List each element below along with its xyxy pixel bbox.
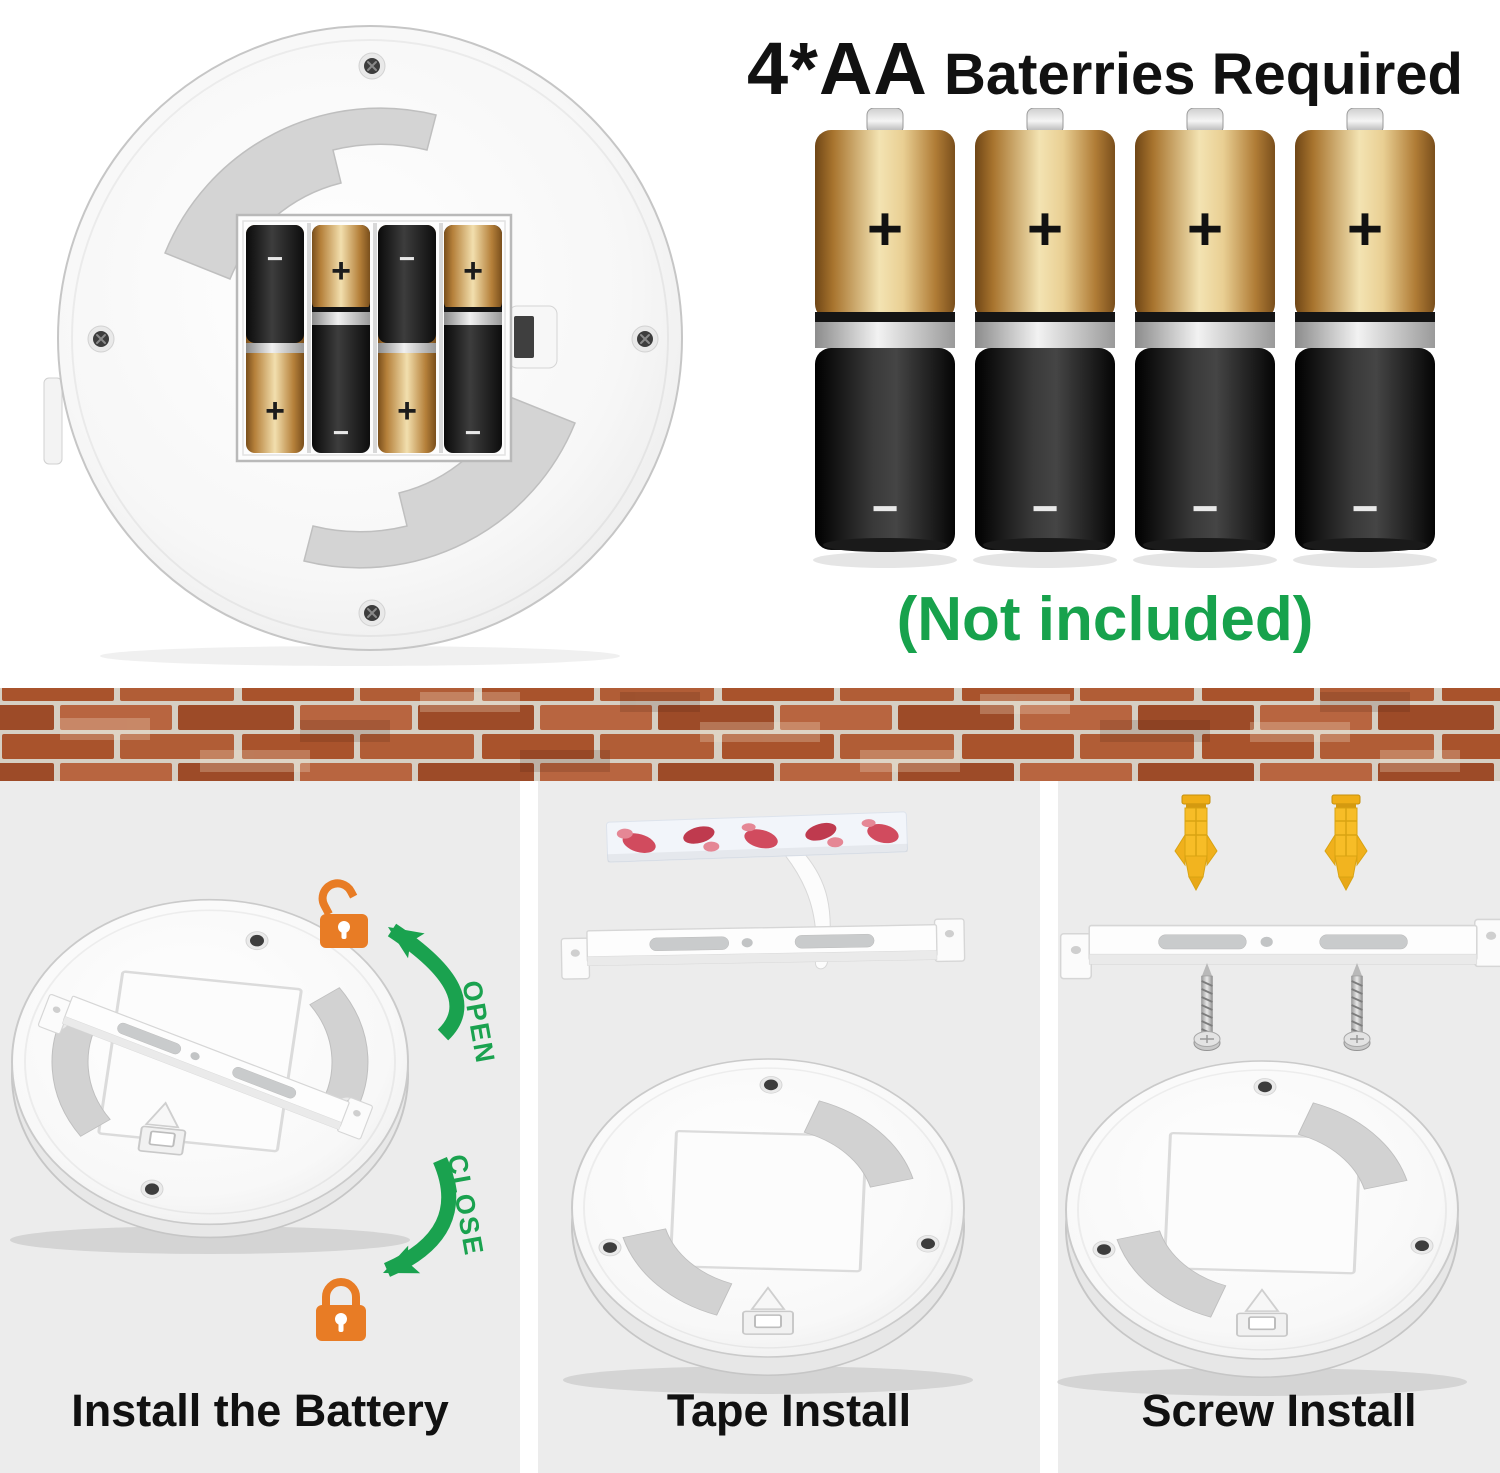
aa-batteries-photo: + − + − + − + −	[812, 108, 1438, 569]
title-highlight: 4*AA	[747, 27, 928, 110]
aa-battery-installed: − +	[378, 225, 436, 453]
minus-symbol: −	[1192, 482, 1219, 534]
tape-pattern	[616, 819, 899, 853]
unlocked-padlock-icon	[317, 878, 368, 948]
tape-step-art	[560, 811, 975, 1396]
wall-anchor	[1324, 794, 1368, 891]
aa-battery: + −	[812, 108, 958, 569]
mounting-bracket	[1059, 918, 1500, 980]
battery-compartment: − + + − − +	[235, 213, 513, 463]
device-shadow	[100, 646, 620, 666]
aa-battery-installed: − +	[246, 225, 304, 453]
plus-symbol: +	[331, 252, 351, 290]
page-title: 4*AA Baterries Required	[740, 26, 1470, 111]
minus-symbol: −	[267, 243, 283, 274]
aa-battery-installed: + −	[444, 225, 502, 453]
title-rest: Baterries Required	[927, 42, 1463, 107]
plus-symbol: +	[1187, 195, 1223, 264]
installation-steps-art	[10, 794, 1500, 1398]
brick-wall	[0, 688, 1500, 781]
adhesive-tape	[605, 811, 909, 970]
minus-symbol: −	[465, 417, 481, 448]
install-step-art	[10, 878, 465, 1341]
device-rim	[71, 39, 669, 637]
brick-shadows	[300, 692, 1410, 772]
minus-symbol: −	[399, 243, 415, 274]
mounting-bracket	[560, 918, 966, 980]
locked-padlock-icon	[316, 1282, 366, 1341]
aa-battery-installed: + −	[312, 225, 370, 453]
mounting-screw	[1193, 962, 1221, 1052]
device-back-photo: − + + − − +	[43, 25, 683, 666]
panel-install-label: Install the Battery	[71, 1385, 449, 1436]
minus-symbol: −	[1352, 482, 1379, 534]
plus-symbol: +	[1027, 195, 1063, 264]
plus-symbol: +	[867, 195, 903, 264]
minus-symbol: −	[872, 482, 899, 534]
aa-battery: + −	[1292, 108, 1438, 569]
plus-symbol: +	[397, 392, 417, 430]
plus-symbol: +	[265, 392, 285, 430]
screw-holes	[87, 52, 659, 627]
screw-step-art	[1055, 794, 1500, 1398]
plus-symbol: +	[1347, 195, 1383, 264]
minus-symbol: −	[333, 417, 349, 448]
door-latch-slot	[514, 316, 534, 358]
wall-anchor	[1174, 794, 1218, 891]
not-included-note: (Not included)	[896, 585, 1314, 654]
aa-battery: + −	[972, 108, 1118, 569]
minus-symbol: −	[1032, 482, 1059, 534]
device-back-tilted	[1055, 1059, 1469, 1398]
brick-highlights	[60, 692, 1460, 772]
device-back-tilted	[561, 1057, 975, 1396]
aa-battery: + −	[1132, 108, 1278, 569]
plus-symbol: +	[463, 252, 483, 290]
device-with-bracket	[10, 898, 410, 1254]
mounting-screw	[1343, 962, 1371, 1052]
side-switch-tab	[43, 377, 63, 465]
close-arrow-icon	[383, 1156, 457, 1277]
open-arrow-icon	[387, 923, 465, 1041]
